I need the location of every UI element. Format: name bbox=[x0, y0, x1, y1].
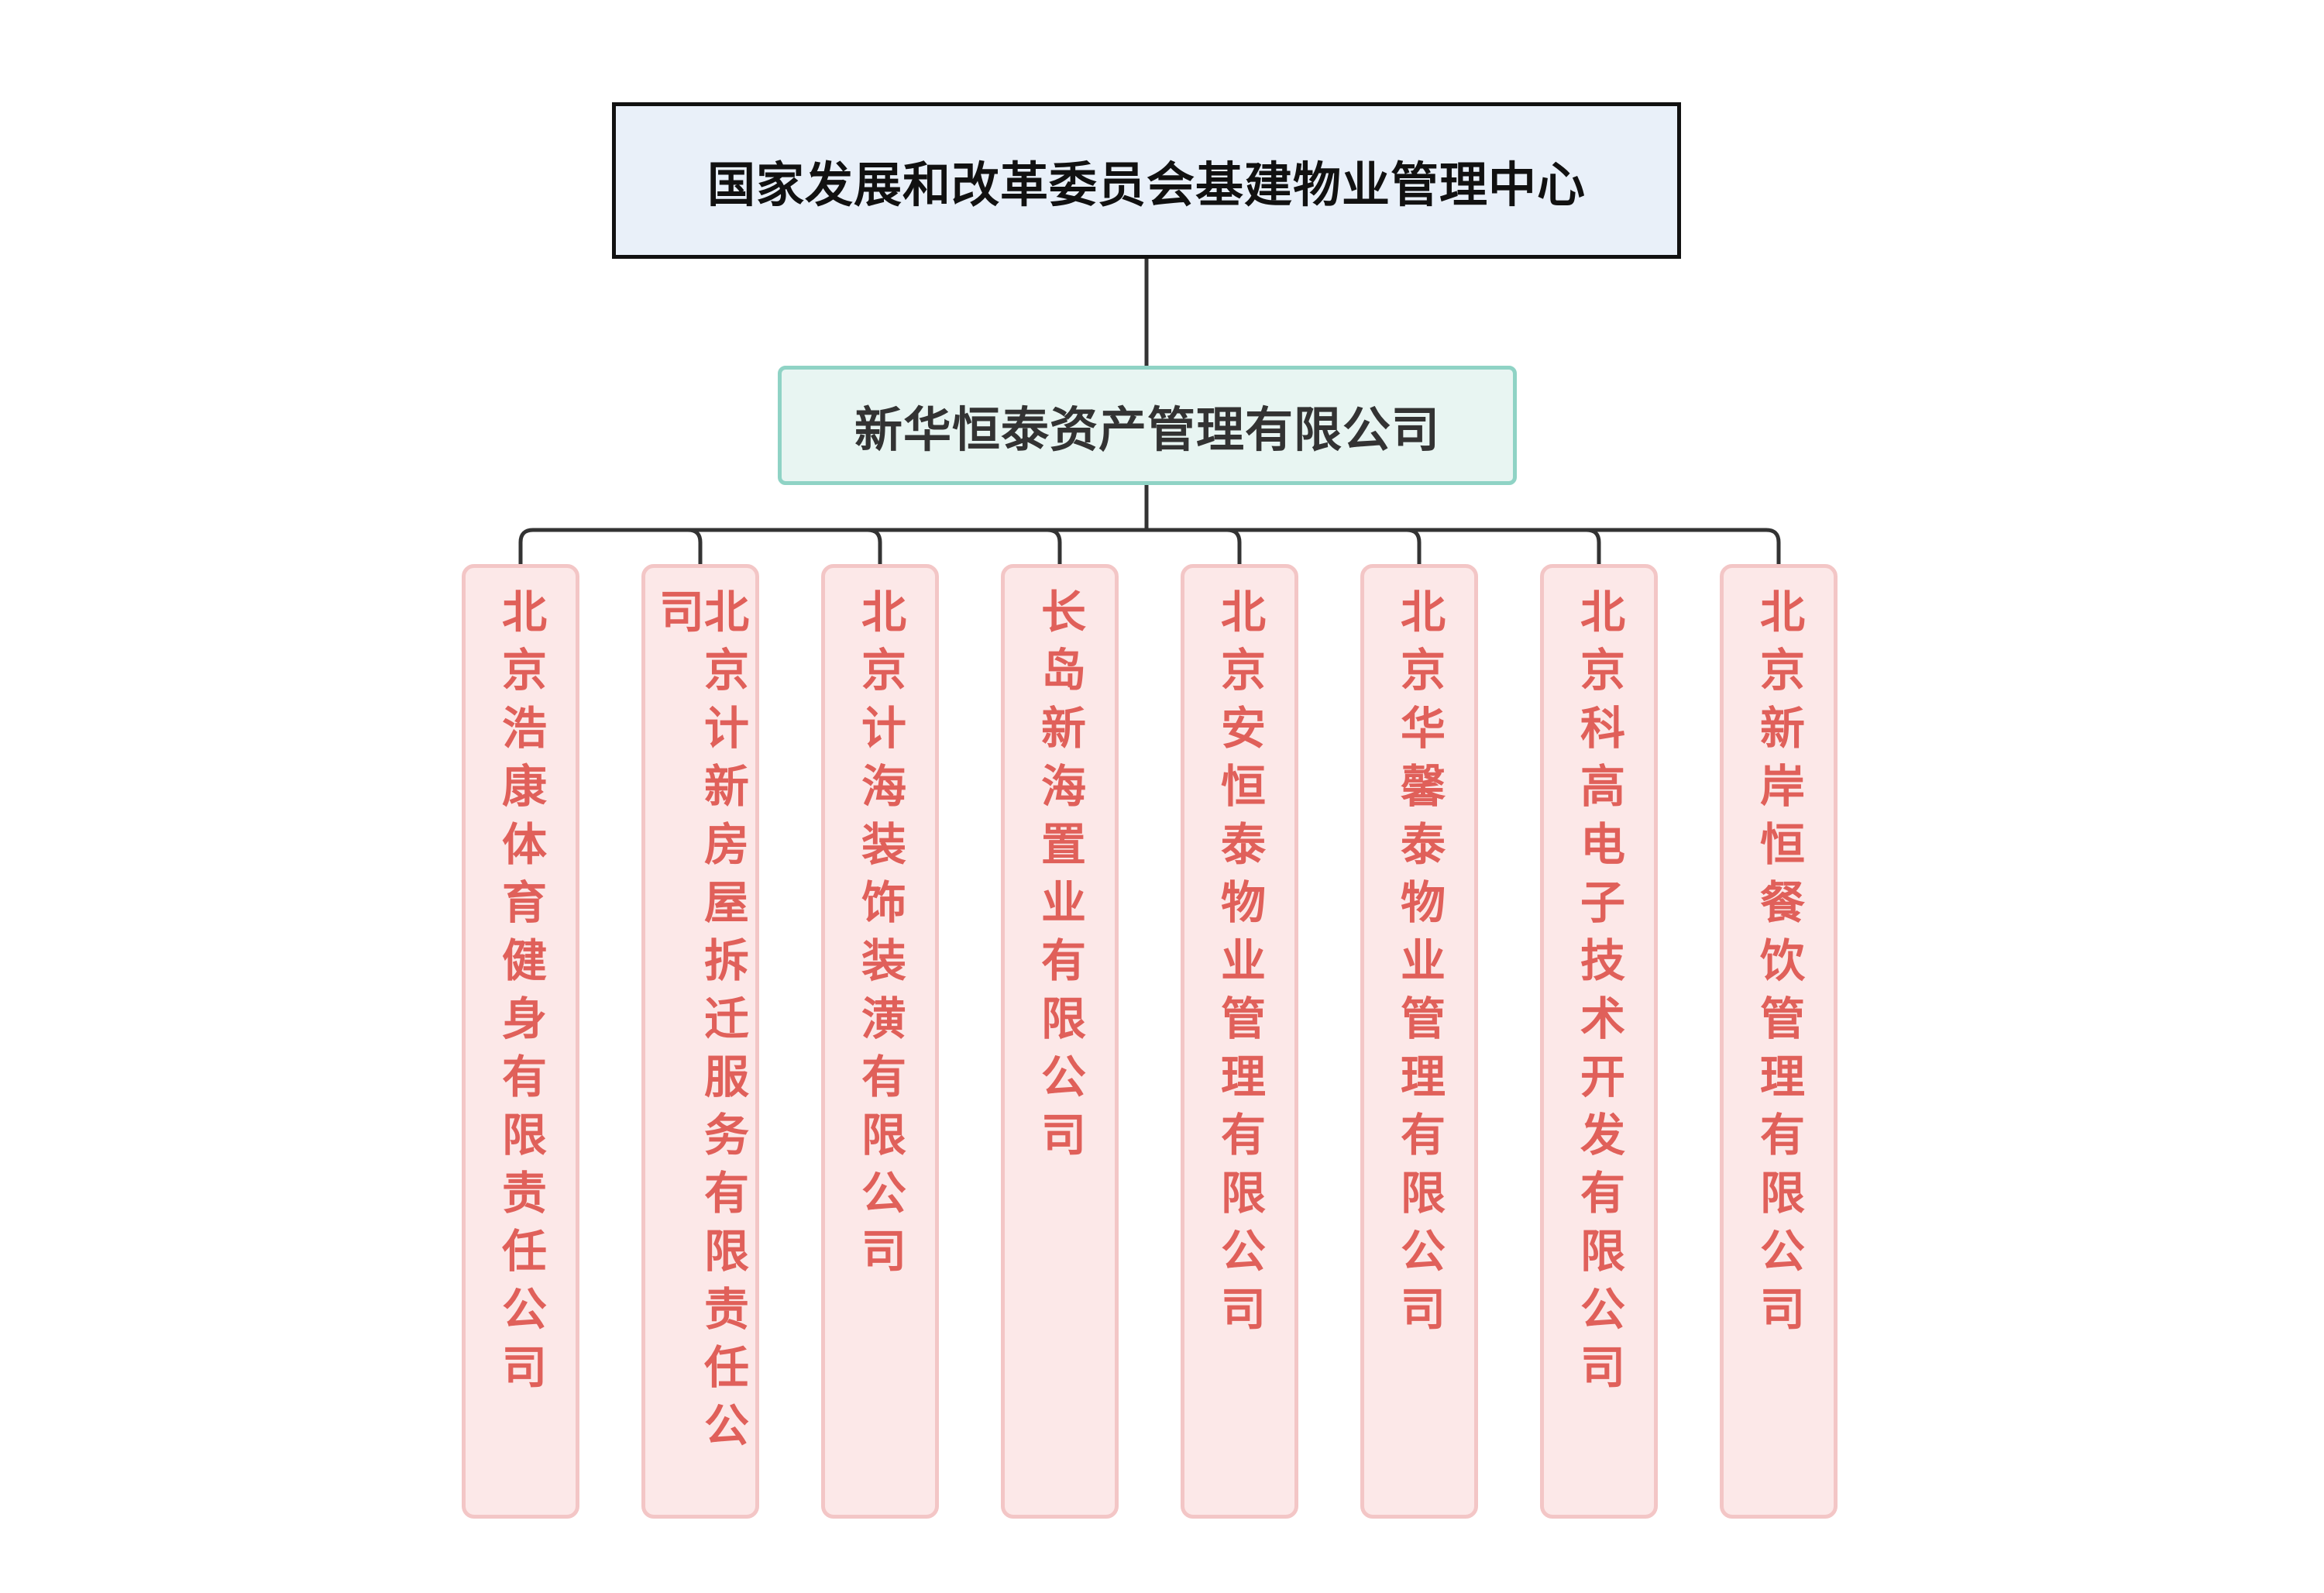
leaf-node-5: 北京安恒泰物业管理有限公司 bbox=[1181, 564, 1298, 1519]
connector-drop-2 bbox=[687, 528, 703, 564]
connector-drop-3 bbox=[867, 528, 882, 564]
leaf-node-1: 北京浩康体育健身有限责任公司 bbox=[462, 564, 579, 1519]
leaf-node-6: 北京华馨泰物业管理有限公司 bbox=[1360, 564, 1478, 1519]
leaf-node-label: 北京新岸恒餐饮管理有限公司 bbox=[1752, 588, 1805, 1344]
leaf-node-label: 北京计新房屋拆迁服务有限责任公司 bbox=[651, 588, 749, 1460]
leaf-node-7: 北京科高电子技术开发有限公司 bbox=[1540, 564, 1658, 1519]
leaf-node-label: 北京科高电子技术开发有限公司 bbox=[1573, 588, 1625, 1402]
leaf-node-label: 北京浩康体育健身有限责任公司 bbox=[494, 588, 547, 1402]
root-node-label: 国家发展和改革委员会基建物业管理中心 bbox=[706, 157, 1586, 213]
connector-drop-5 bbox=[1226, 528, 1242, 564]
leaf-node-2: 北京计新房屋拆迁服务有限责任公司 bbox=[641, 564, 759, 1519]
leaf-node-8: 北京新岸恒餐饮管理有限公司 bbox=[1720, 564, 1838, 1519]
leaf-node-label: 北京安恒泰物业管理有限公司 bbox=[1213, 588, 1266, 1344]
subsidiary-node-label: 新华恒泰资产管理有限公司 bbox=[854, 401, 1440, 458]
leaf-node-label: 北京华馨泰物业管理有限公司 bbox=[1393, 588, 1446, 1344]
connector-drop-6 bbox=[1406, 528, 1422, 564]
root-node: 国家发展和改革委员会基建物业管理中心 bbox=[612, 102, 1681, 259]
connector-drop-7 bbox=[1586, 528, 1601, 564]
leaf-node-label: 长岛新海置业有限公司 bbox=[1033, 588, 1086, 1169]
connector-drop-4 bbox=[1047, 528, 1062, 564]
leaf-node-4: 长岛新海置业有限公司 bbox=[1001, 564, 1119, 1519]
subsidiary-node: 新华恒泰资产管理有限公司 bbox=[778, 366, 1517, 485]
leaf-node-label: 北京计海装饰装潢有限公司 bbox=[854, 588, 906, 1285]
leaf-node-3: 北京计海装饰装潢有限公司 bbox=[821, 564, 939, 1519]
connector-bus bbox=[518, 528, 1781, 564]
